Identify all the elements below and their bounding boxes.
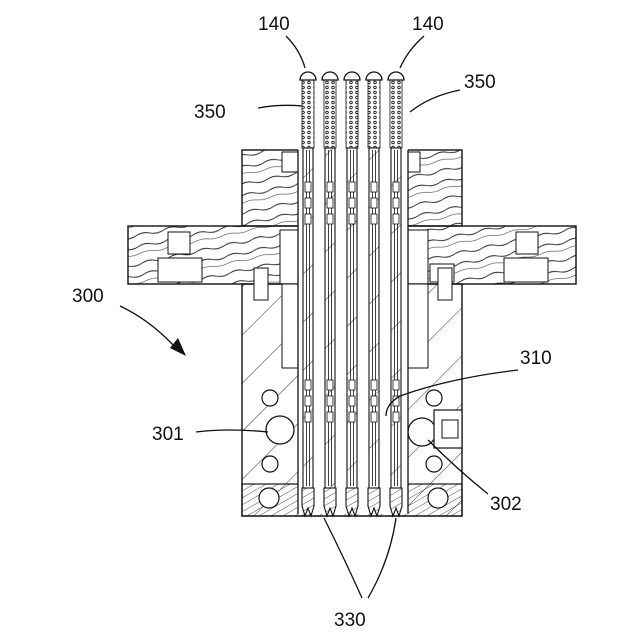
pin-spring xyxy=(324,80,336,148)
label-330: 330 xyxy=(334,610,366,631)
arrow-300-shaft xyxy=(120,306,176,348)
label-350-left: 350 xyxy=(194,102,226,123)
pin-head xyxy=(300,72,316,80)
label-300: 300 xyxy=(72,286,104,307)
label-350-right: 350 xyxy=(464,72,496,93)
pin-head xyxy=(388,72,404,80)
pin-head xyxy=(344,72,360,80)
label-310: 310 xyxy=(520,348,552,369)
leader-140-right xyxy=(400,36,424,68)
pin-spring xyxy=(346,80,358,148)
pin-spring xyxy=(302,80,314,148)
label-301: 301 xyxy=(152,424,184,445)
pin-spring xyxy=(390,80,402,148)
leader-140-left xyxy=(286,36,305,68)
leader-330-a xyxy=(324,518,362,598)
pin-spring xyxy=(368,80,380,148)
leader-330-b xyxy=(368,518,396,598)
label-140-right: 140 xyxy=(412,14,444,35)
leader-350-right xyxy=(410,90,460,112)
arrowhead-300 xyxy=(170,338,186,356)
label-140-left: 140 xyxy=(258,14,290,35)
pin-head xyxy=(322,72,338,80)
label-302: 302 xyxy=(490,494,522,515)
pin-head xyxy=(366,72,382,80)
leader-350-left xyxy=(258,105,302,108)
